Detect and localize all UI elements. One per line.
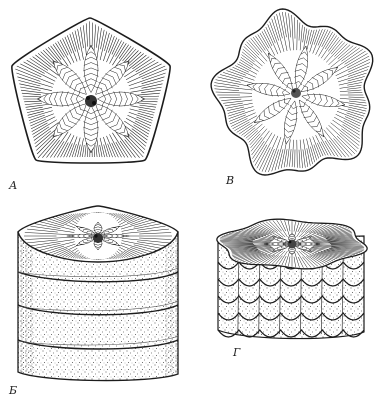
- panel-a: А: [8, 18, 170, 192]
- panel-c: Б: [8, 206, 178, 397]
- panel-b: В: [211, 9, 373, 187]
- panel-c-columella: [93, 233, 103, 243]
- panel-d-columella: [288, 240, 297, 249]
- panel-a-label: А: [8, 179, 17, 192]
- panel-a-columella: [85, 95, 97, 107]
- panel-d-label: Г: [232, 346, 241, 359]
- panel-c-label: Б: [8, 384, 17, 397]
- panel-d: Г: [217, 219, 367, 359]
- panel-b-label: В: [225, 174, 234, 187]
- panel-b-columella: [291, 88, 301, 98]
